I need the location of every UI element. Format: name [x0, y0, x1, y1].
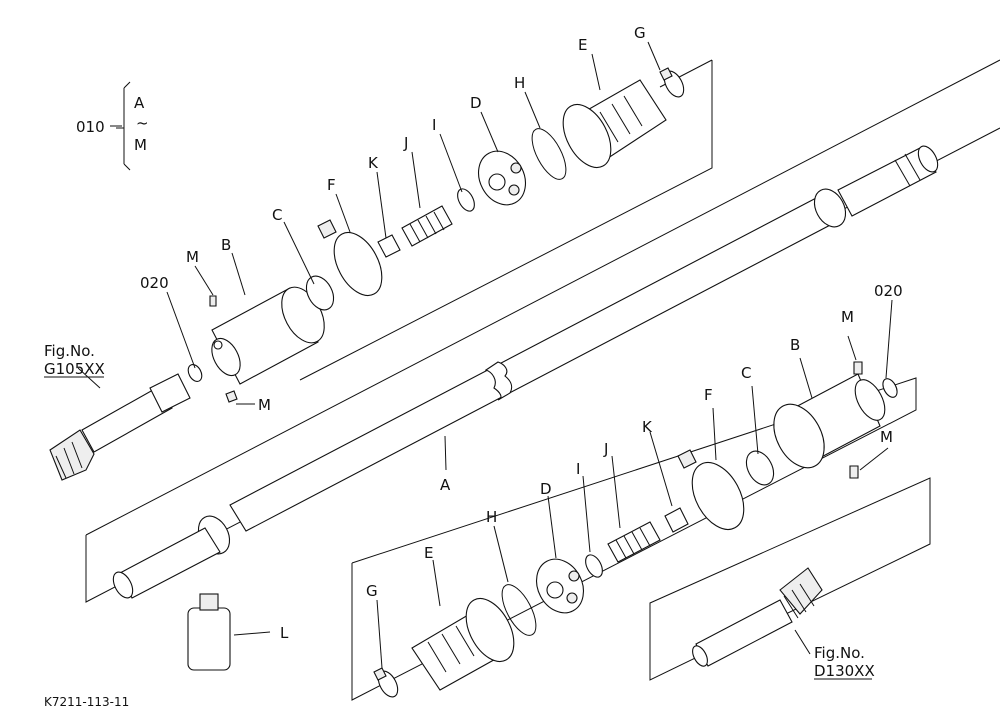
callout-c-upper: C [272, 206, 282, 224]
callout-m-lower-b: M [880, 428, 893, 446]
clamp-buckle-lower [677, 449, 697, 469]
pinion-shaft-right [692, 567, 823, 667]
boot-clamp-g-upper [659, 67, 685, 98]
o-ring-left [187, 364, 203, 382]
callout-m-lower-a: M [841, 308, 854, 326]
fig-ref-left-code[interactable]: G105XX [44, 360, 105, 378]
callout-m-upper-a: M [186, 248, 199, 266]
drawing-code: K7211-113-11 [44, 695, 129, 709]
spring-j-lower [607, 521, 661, 563]
fig-ref-right[interactable]: Fig.No. D130XX [814, 644, 875, 680]
callout-020-left: 020 [140, 274, 169, 292]
grease-nipple-lower-a [853, 361, 863, 375]
callout-k-upper: K [368, 154, 379, 172]
callout-g-upper: G [634, 24, 646, 42]
snap-ring-i-lower [585, 554, 603, 578]
grease-nipple-lower-b [849, 465, 859, 479]
grease-bottle-l [187, 593, 231, 671]
outer-race-housing-lower [773, 373, 886, 469]
callout-l-bottle: L [280, 624, 289, 642]
clamp-buckle-upper [317, 219, 337, 239]
callout-j-upper: J [403, 134, 408, 152]
wire-ring-h-lower [501, 584, 537, 636]
pinion-shaft-left [49, 373, 191, 481]
callout-i-lower: I [576, 460, 580, 478]
spacer-k-lower [664, 507, 689, 533]
callout-a-shaft: A [440, 476, 451, 494]
callout-e-upper: E [578, 36, 587, 54]
kit-range-separator: ~ [136, 114, 149, 132]
callout-b-lower: B [790, 336, 800, 354]
fig-ref-left-label: Fig.No. [44, 342, 95, 360]
boot-e-upper [562, 79, 667, 169]
inner-race-d-lower [535, 558, 585, 614]
callout-b-upper: B [221, 236, 231, 254]
kit-range-top: A [134, 94, 145, 112]
callout-m-upper-b: M [258, 396, 271, 414]
kit-reference: 010 A ~ M [76, 81, 149, 171]
retaining-ring-c-lower [745, 450, 775, 486]
o-ring-right [882, 378, 898, 398]
band-clamp-f-upper [333, 231, 383, 297]
callout-c-lower: C [741, 364, 751, 382]
callout-g-lower: G [366, 582, 378, 600]
band-clamp-f-lower [691, 462, 745, 530]
retaining-ring-c-upper [305, 275, 335, 311]
axle-shaft [112, 145, 939, 599]
snap-ring-i-upper [457, 188, 475, 212]
grease-nipple-upper-b [225, 390, 238, 403]
fig-ref-left[interactable]: Fig.No. G105XX [44, 342, 105, 378]
callout-f-lower: F [704, 386, 713, 404]
callout-h-lower: H [486, 508, 497, 526]
fig-ref-right-code[interactable]: D130XX [814, 662, 875, 680]
boot-e-lower [411, 597, 515, 691]
spacer-k-upper [377, 234, 401, 258]
callout-k-lower: K [642, 418, 653, 436]
leader-lines [77, 41, 893, 669]
wire-ring-h-upper [531, 128, 567, 180]
callout-020-right: 020 [874, 282, 903, 300]
callout-i-upper: I [432, 116, 436, 134]
boot-clamp-g-lower [373, 667, 399, 698]
spring-j-upper [401, 205, 453, 247]
callout-d-upper: D [470, 94, 482, 112]
callout-h-upper: H [514, 74, 525, 92]
callout-e-lower: E [424, 544, 433, 562]
fig-ref-right-label: Fig.No. [814, 644, 865, 662]
callout-f-upper: F [327, 176, 336, 194]
kit-code: 010 [76, 118, 105, 136]
callout-j-lower: J [603, 440, 608, 458]
grease-nipple-upper-a [209, 295, 217, 307]
callout-d-lower: D [540, 480, 552, 498]
lower-assembly-frame [351, 377, 931, 701]
kit-range-bottom: M [134, 136, 147, 154]
inner-race-d-upper [477, 150, 527, 206]
